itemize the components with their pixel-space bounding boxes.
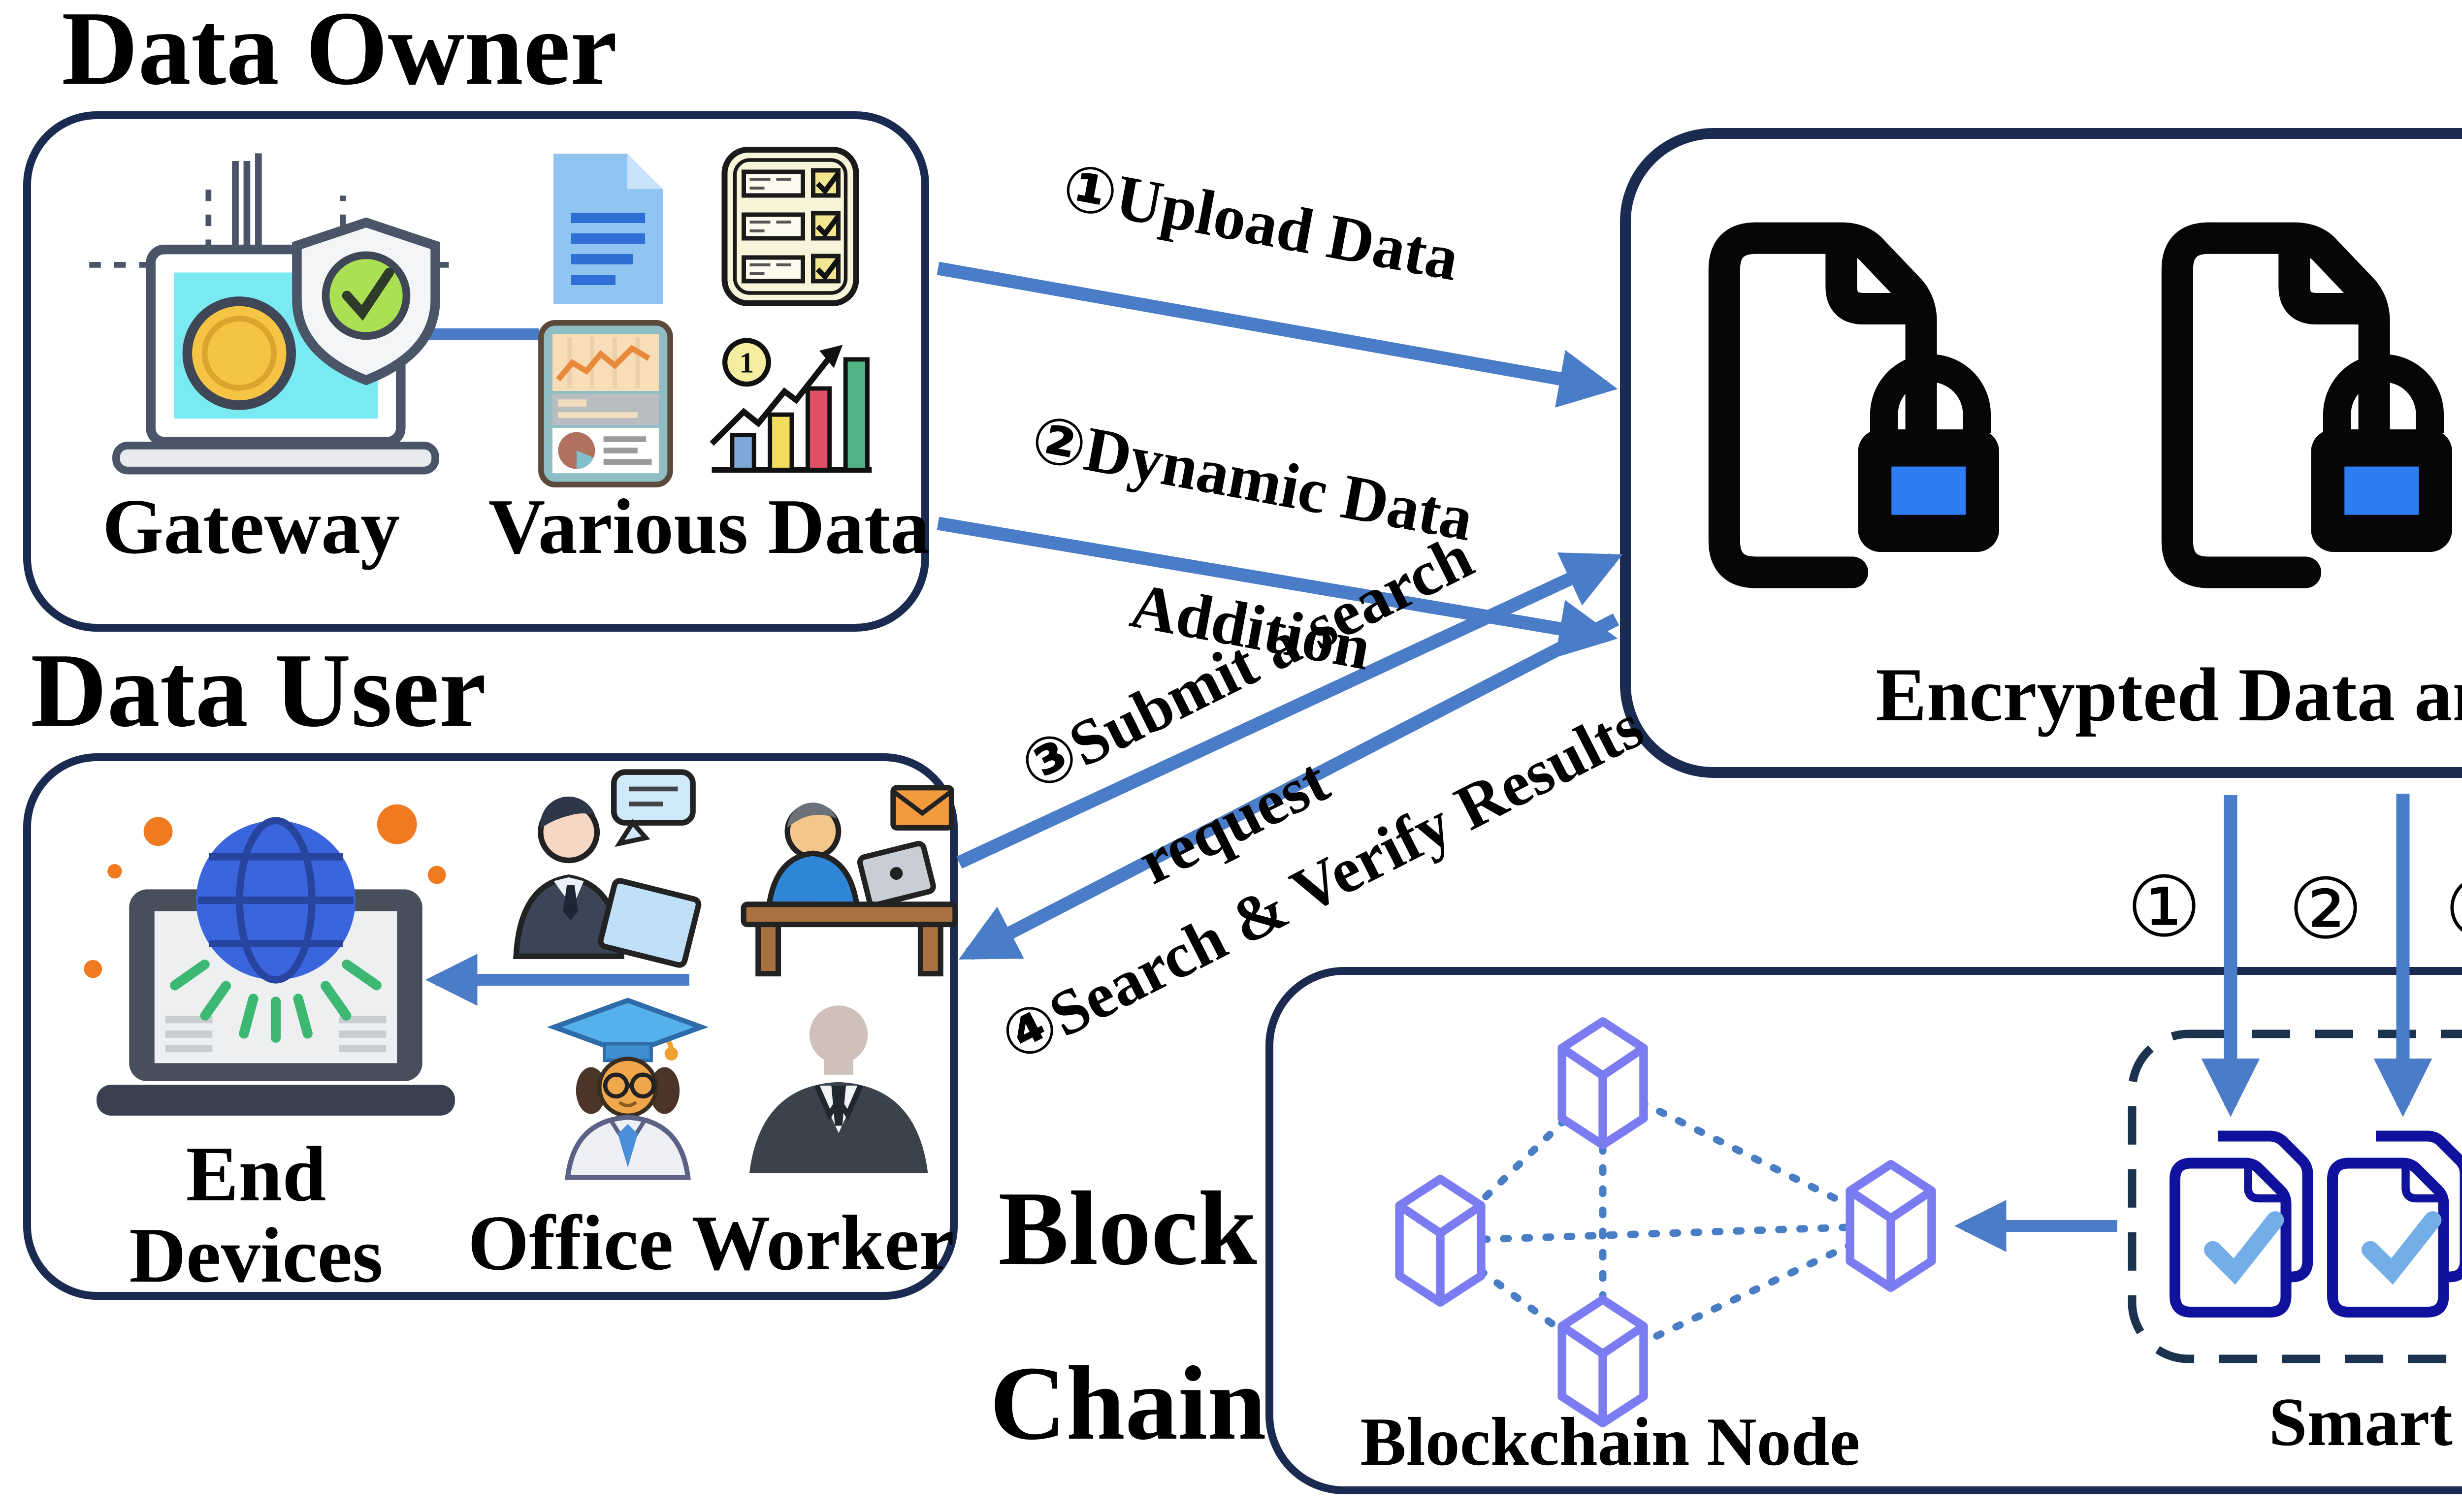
encrypted-file-icon-1 bbox=[1708, 222, 1999, 588]
globe-icon bbox=[196, 817, 356, 984]
document-icon bbox=[553, 154, 663, 304]
office-worker-label: Office Worker bbox=[468, 1199, 954, 1287]
blockchain-node-label: Blockchain Node bbox=[1360, 1404, 1860, 1480]
checklist-icon bbox=[721, 147, 859, 306]
gateway-icon bbox=[89, 153, 462, 475]
various-data-label: Various Data bbox=[488, 483, 930, 570]
worker-desk-icon bbox=[741, 785, 958, 977]
data-user-title: Data User bbox=[31, 631, 486, 749]
blockchain-node-icon-bottom bbox=[1557, 1295, 1648, 1428]
coin-one: 1 bbox=[740, 347, 754, 379]
upload-data-label: ①Upload Data bbox=[1057, 152, 1464, 294]
blockchain-node-icon-left bbox=[1395, 1174, 1486, 1307]
end-devices-icon bbox=[84, 804, 455, 1116]
contract-step3-badge: ③ bbox=[2428, 868, 2462, 951]
blockchain-title-line2: Chain bbox=[990, 1344, 1266, 1462]
encrypted-store-title: Encrypted Data and Index bbox=[1876, 652, 2462, 737]
contract-step1-badge: ① bbox=[2126, 859, 2202, 956]
smart-contract-doc-icon-1 bbox=[2170, 1130, 2313, 1318]
report-icon bbox=[538, 320, 673, 487]
blockchain-node-icon-top bbox=[1557, 1017, 1648, 1150]
lock-icon bbox=[2311, 354, 2452, 552]
data-owner-title: Data Owner bbox=[62, 0, 617, 107]
blockchain-node-icon-right bbox=[1846, 1159, 1936, 1292]
encrypted-file-icon-2 bbox=[2161, 222, 2452, 588]
barchart-growth-icon: 1 bbox=[710, 338, 872, 473]
contract-step2-badge: ② bbox=[2288, 861, 2364, 958]
blockchain-title-line1: Block bbox=[998, 1169, 1257, 1287]
spark-dots bbox=[84, 804, 446, 978]
gateway-label: Gateway bbox=[102, 483, 400, 570]
lock-icon bbox=[1858, 354, 1999, 552]
worker-manager-icon bbox=[513, 769, 702, 968]
worker-graduate-icon bbox=[547, 997, 709, 1180]
smart-contract-label: Smart Contract bbox=[2268, 1384, 2462, 1460]
worker-suit-icon bbox=[749, 1005, 928, 1173]
end-devices-label-line2: Devices bbox=[129, 1211, 383, 1299]
signal-rays bbox=[170, 959, 382, 1043]
shield-check-icon bbox=[292, 217, 440, 386]
end-devices-label-line1: End bbox=[186, 1130, 326, 1218]
smart-contract-doc-icon-2 bbox=[2327, 1130, 2462, 1318]
